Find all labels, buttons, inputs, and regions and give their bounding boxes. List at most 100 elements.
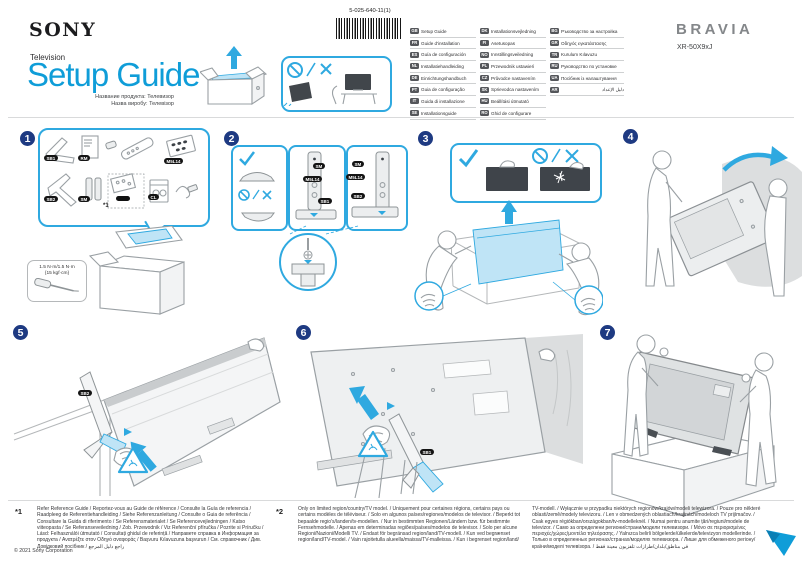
right-person-head: [754, 352, 774, 372]
arrow-up-icon: [349, 386, 379, 420]
pinch-warning-icon: [117, 446, 149, 474]
part-label-sb1: SB1: [44, 155, 58, 162]
torque-value-kgf: {15 kgf·cm}: [44, 270, 70, 276]
right-person-head: [768, 178, 788, 198]
manual-booklet: [81, 135, 99, 159]
part-label-sm: SM: [78, 196, 90, 203]
black-part: [116, 196, 130, 201]
ac-plug: [187, 184, 198, 193]
language-code-badge: SE: [410, 110, 419, 117]
torque-spec-box: 1.5 N·m/1.5 N·m {15 kgf·cm}: [27, 260, 87, 302]
part-label-cl: CL: [148, 194, 159, 201]
prohibition-icon: [238, 189, 250, 201]
step-1-badge: 1: [20, 131, 35, 146]
tv-pressed-wrongly: [540, 167, 590, 191]
handling-warning-panel: [450, 143, 602, 203]
part-label-sb1: SB1: [420, 449, 434, 456]
language-code-badge: NL: [410, 63, 419, 70]
arrow-up-icon: [226, 46, 242, 56]
product-name-ua: Назва виробу: Телевізор: [111, 101, 174, 107]
remote-control: [120, 137, 154, 160]
step-4-badge: 4: [623, 129, 638, 144]
part-label-m5l14: M5L14: [346, 174, 366, 181]
left-person-head: [652, 150, 672, 170]
product-name-ru: Название продукта: Телевизор: [95, 94, 174, 100]
prohibition-icon: [532, 148, 548, 164]
part-label-sm: SM: [313, 163, 325, 170]
part-label-sb2: SB2: [351, 193, 365, 200]
person-silhouette: [525, 334, 583, 464]
x-icon: [320, 63, 332, 75]
language-code-badge: NO: [480, 51, 489, 58]
cover-strip: [94, 177, 102, 201]
language-code-badge: AR: [550, 86, 559, 93]
supplied-parts-illustration: [45, 134, 198, 209]
language-code-badge: FR: [410, 40, 419, 47]
language-code-badge: PL: [480, 63, 489, 70]
stand-leg-sb1-panel: [288, 145, 346, 231]
language-code-badge: GR: [550, 40, 559, 47]
step-3-badge: 3: [418, 131, 433, 146]
step-5-badge: 5: [13, 325, 28, 340]
footnote-2-mark: *2: [276, 507, 284, 516]
page-title: Setup Guide: [27, 56, 200, 93]
part-label-sm: SM: [352, 161, 364, 168]
language-code-badge: RO: [480, 110, 489, 117]
part-label-rm: RM: [78, 155, 90, 162]
unbox-illustration: [200, 46, 268, 106]
stand-leg-sb2-panel: [346, 145, 408, 231]
falling-tv: [289, 82, 312, 102]
language-code-badge: DK: [480, 28, 489, 35]
part-label-sb1: SB1: [318, 198, 332, 205]
model-number: XR-50X9xJ: [677, 44, 713, 51]
footer-divider: [8, 500, 794, 501]
part-label-sb2: SB2: [44, 196, 58, 203]
part-number: 5-025-640-11(1): [349, 8, 391, 14]
page-turn-arrow-icon: [766, 530, 796, 556]
bravia-logo: BRAVIA: [676, 21, 754, 38]
header-divider: [8, 117, 794, 118]
copyright: © 2021 Sony Corporation: [14, 548, 73, 554]
stand-leg-sb2: [47, 173, 77, 207]
product-type-label: Television: [30, 53, 66, 62]
drop-warning-box: [281, 56, 392, 112]
footnote-1-text: Refer Reference Guide / Reportez-vous au…: [37, 506, 264, 550]
language-code-badge: IT: [410, 98, 419, 105]
small-clip: [105, 140, 117, 150]
pinch-warning-icon: [357, 430, 389, 458]
language-code-badge: PT: [410, 86, 419, 93]
step-2-badge: 2: [224, 131, 239, 146]
step-7-badge: 7: [600, 325, 615, 340]
stand-foot: [712, 446, 732, 456]
footnote-1-reference: *1: [103, 203, 109, 209]
x-icon: [565, 149, 579, 163]
grip-detail-right: [574, 285, 603, 315]
language-code-badge: UA: [550, 75, 559, 82]
language-code-badge: ES: [410, 51, 419, 58]
footnote-2-text-continued: TV-modell. / Wyłącznie w przypadku niekt…: [532, 506, 761, 550]
arrow-up-icon: [501, 200, 517, 212]
language-code-badge: DE: [410, 75, 419, 82]
language-code-badge: HU: [480, 98, 489, 105]
